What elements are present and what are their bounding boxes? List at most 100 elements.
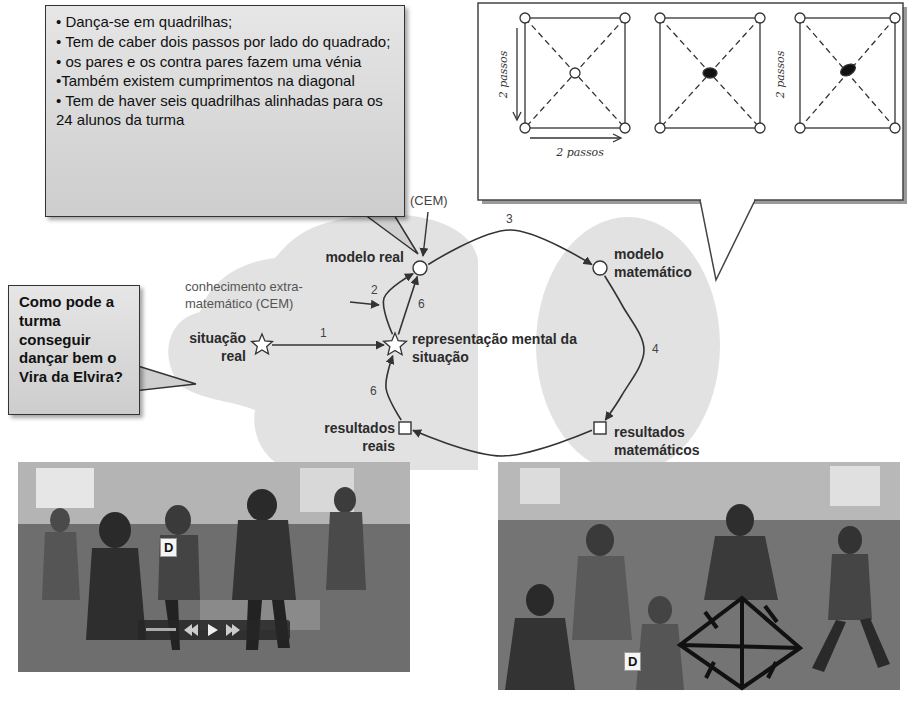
dancer-mark: [655, 123, 665, 133]
callout-box: Como pode a turma conseguir dançar bem o…: [8, 285, 140, 415]
bib-letter: D: [160, 538, 177, 557]
person: [158, 535, 200, 600]
overlay-tick: [765, 606, 777, 622]
cycle-arrow: [605, 276, 644, 420]
star-marker: situação real: [250, 333, 274, 357]
overlay-diagonal: [680, 645, 800, 648]
overlay-diagonal: [740, 598, 744, 688]
dancer-mark: [570, 68, 580, 78]
sketch-arrow: [530, 137, 620, 138]
overlay-square: [680, 598, 800, 688]
circle-marker: modelo real: [412, 260, 428, 276]
person: [812, 620, 846, 672]
forward-icon: [226, 624, 240, 636]
overlay-tick: [705, 612, 717, 628]
person: [648, 596, 672, 624]
person: [838, 526, 862, 554]
callout-text: • os pares e os contra pares fazem uma v…: [56, 53, 394, 72]
dancer-mark: [620, 13, 630, 23]
video-progress: [146, 628, 176, 631]
stage-label: situação real: [164, 330, 246, 365]
callout-text: • Tem de haver seis quadrilhas alinhadas…: [56, 92, 394, 130]
photo-left: [18, 462, 410, 672]
photo-ground: [498, 462, 900, 690]
dance-square-overlay: [680, 598, 800, 688]
circle-marker: modelo matemático: [592, 260, 608, 276]
person: [704, 536, 778, 600]
dancer-mark: [520, 123, 530, 133]
sketch-note: 2 passos: [545, 145, 615, 160]
step-number: 2: [371, 283, 378, 297]
dancer-mark: [755, 123, 765, 133]
sketch-diagonal: [525, 18, 625, 128]
sketch-square: [525, 18, 625, 128]
photo-wall: [498, 462, 900, 520]
cycle-arrow: [386, 356, 401, 420]
dancer-mark: [755, 13, 765, 23]
callout-box: • Dança-se em quadrilhas;• Tem de caber …: [45, 5, 405, 217]
dance-sketch: [513, 13, 900, 142]
overlay-tick: [706, 662, 714, 678]
person: [232, 520, 296, 600]
sketch-square: [800, 18, 895, 128]
square-shape: [594, 422, 606, 434]
stage-label: modelo real: [294, 249, 404, 267]
callout-text: •Também existem cumprimentos na diagonal: [56, 72, 394, 91]
star-shape: [384, 333, 407, 355]
callout-text: Como pode a turma conseguir dançar bem o…: [19, 293, 129, 387]
person: [165, 505, 191, 535]
circle-shape: [413, 261, 427, 275]
cycle-arrow: [398, 277, 417, 335]
dancer-mark: [795, 123, 805, 133]
dancer-mark: [620, 123, 630, 133]
stage-label: resultados matemáticos: [614, 424, 724, 459]
step-number: 6: [370, 384, 377, 398]
person: [828, 554, 872, 620]
sketch-arrowhead: [513, 112, 521, 120]
person: [636, 624, 684, 690]
stage-label: representação mental da situação: [412, 331, 592, 366]
step-number: 6: [418, 297, 425, 311]
video-controls: [138, 620, 290, 640]
dancer-mark: [795, 13, 805, 23]
knowledge-arrow: [423, 212, 428, 256]
photo-window: [830, 466, 880, 506]
person: [334, 487, 356, 513]
person: [726, 504, 754, 536]
dancer-mark: [890, 123, 900, 133]
person: [505, 618, 575, 690]
sketch-square: [660, 18, 760, 128]
callout-text: • Dança-se em quadrilhas;: [56, 13, 394, 32]
stage-label: modelo matemático: [614, 246, 714, 281]
person: [50, 508, 70, 532]
person: [586, 524, 614, 556]
sketch-note: 2 passos: [496, 45, 511, 105]
star-marker: representação mental da situação: [382, 332, 408, 358]
cycle-arrow: [428, 230, 591, 264]
bib-letter: D: [624, 652, 641, 671]
dancer-mark: [839, 62, 858, 79]
circle-shape: [593, 261, 607, 275]
tail-joint: [701, 199, 754, 202]
dancer-mark: [655, 13, 665, 23]
marker-outline: [592, 260, 608, 276]
person: [99, 512, 131, 548]
overlay-tick: [768, 662, 776, 678]
marker-outline: [250, 333, 274, 357]
photo-right: [498, 462, 900, 690]
sketch-diagonal: [800, 18, 895, 128]
marker-outline: [382, 332, 408, 358]
play-icon: [208, 624, 218, 636]
rewind-icon: [184, 624, 198, 636]
square-marker: resultados reais: [398, 421, 412, 435]
step-number: 4: [652, 342, 659, 356]
star-shape: [252, 334, 273, 354]
callout-tail: [698, 190, 760, 280]
person: [326, 512, 366, 590]
cycle-arrow: [413, 430, 592, 456]
person: [247, 489, 277, 521]
sketch-diagonal: [660, 18, 760, 128]
step-number: 3: [506, 212, 513, 226]
person: [42, 532, 80, 600]
marker-outline: [398, 421, 412, 435]
